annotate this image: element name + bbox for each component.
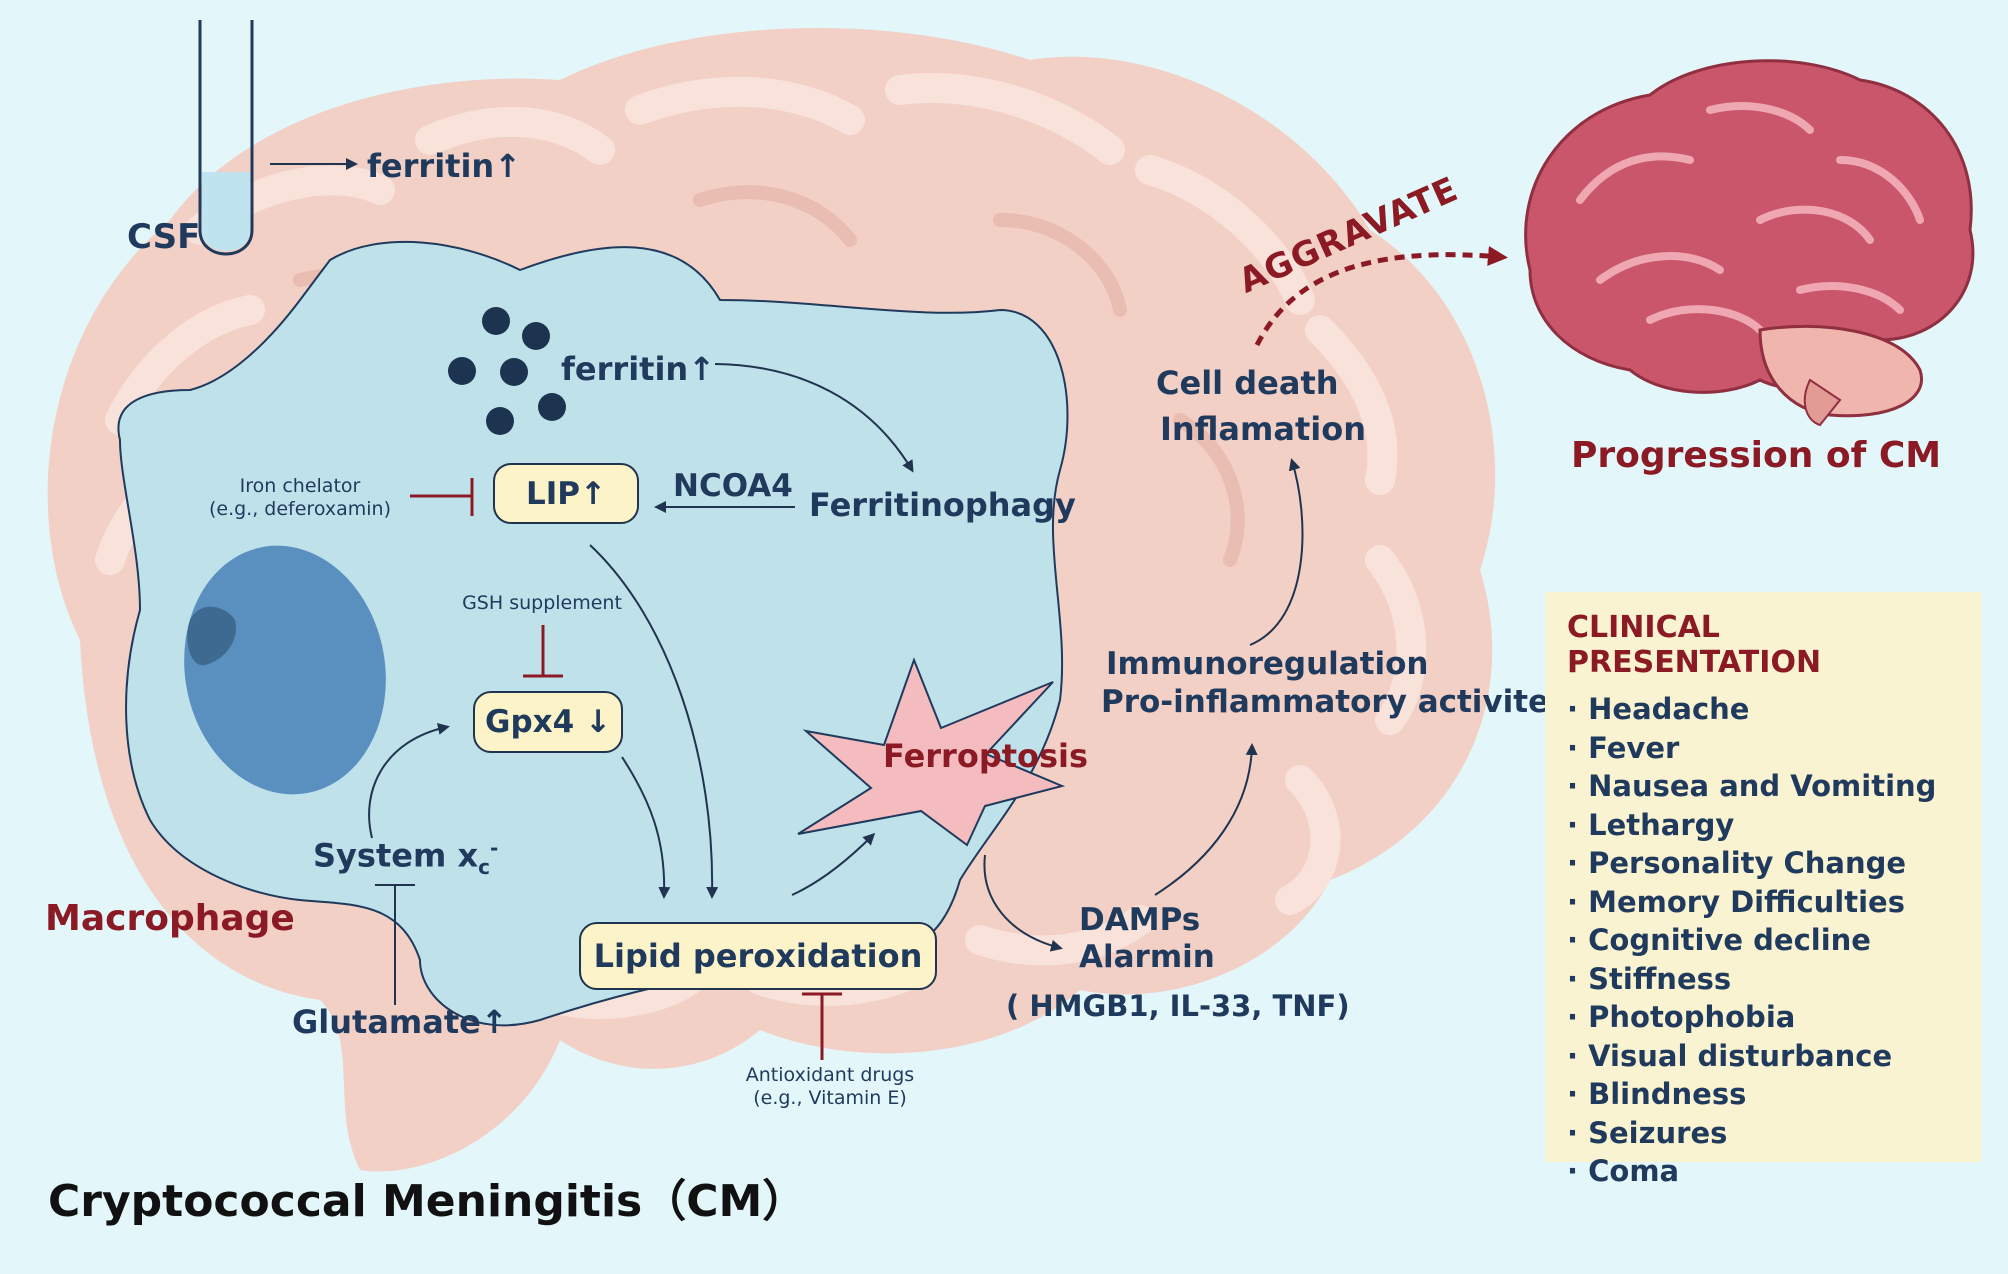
glutamate-label: Glutamate↑	[292, 1003, 508, 1041]
arrow-immunoregulation-celldeath	[1249, 458, 1304, 646]
clinical-item: Headache	[1567, 690, 1959, 729]
arrow-ferritin-ferritinophagy	[714, 363, 914, 473]
system-xc-sub: c	[478, 855, 490, 880]
inhibition-lines	[410, 478, 842, 1060]
iron-chelator-line1: Iron chelator	[239, 475, 361, 497]
clinical-item: Lethargy	[1567, 806, 1959, 845]
page-title: Cryptococcal Meningitis（CM）	[48, 1176, 807, 1227]
clinical-item: Stiffness	[1567, 960, 1959, 999]
clinical-item: Fever	[1567, 729, 1959, 768]
gsh-supplement-label: GSH supplement	[462, 592, 622, 614]
system-xc-label: System xc-	[313, 836, 498, 879]
gpx4-box: Gpx4 ↓	[473, 691, 623, 753]
lipid-peroxidation-label: Lipid peroxidation	[593, 937, 923, 975]
arrow-gpx4-lipid	[621, 756, 671, 899]
damps-label: DAMPs	[1079, 902, 1201, 938]
csf-label: CSF	[127, 217, 201, 257]
system-xc-text: System x	[313, 836, 479, 875]
clinical-heading: CLINICAL PRESENTATION	[1567, 610, 1822, 680]
inhibit-chelator-lip	[410, 478, 474, 516]
cell-nucleus	[184, 545, 386, 795]
cell-ferritin-label: ferritin↑	[561, 350, 716, 388]
antioxidant-line2: (e.g., Vitamin E)	[753, 1086, 907, 1109]
lip-box: LIP↑	[493, 463, 639, 524]
clinical-list: HeadacheFeverNausea and VomitingLethargy…	[1567, 690, 1959, 1191]
inhibit-glutamate-system	[375, 884, 415, 1005]
iron-chelator-label: Iron chelator (e.g., deferoxamin)	[192, 475, 408, 521]
progression-label: Progression of CM	[1571, 435, 1942, 476]
clinical-item: Nausea and Vomiting	[1567, 767, 1959, 806]
alarmin-label: Alarmin	[1079, 939, 1215, 975]
pro-inflammatory-label: Pro-inflammatory activites	[1101, 684, 1568, 720]
pathway-arrows	[270, 158, 1304, 952]
aggravate-arrow	[1254, 246, 1508, 347]
nucleolus	[187, 606, 236, 666]
lipid-peroxidation-box: Lipid peroxidation	[579, 922, 937, 990]
csf-ferritin-label: ferritin↑	[367, 147, 522, 185]
ferroptosis-star	[797, 657, 1066, 847]
gpx4-label: Gpx4 ↓	[485, 704, 611, 740]
immunoregulation-label: Immunoregulation	[1106, 646, 1429, 682]
arrow-damps-immunoregulation	[1154, 743, 1258, 896]
csf-test-tube	[198, 20, 254, 256]
inhibit-antioxidant-lipid	[802, 992, 842, 1060]
ncoa4-label: NCOA4	[673, 468, 793, 504]
macrophage-label: Macrophage	[45, 898, 295, 939]
iron-chelator-line2: (e.g., deferoxamin)	[208, 497, 391, 520]
clinical-item: Photophobia	[1567, 998, 1959, 1037]
antioxidant-line1: Antioxidant drugs	[745, 1064, 915, 1086]
arrow-system-gpx4	[368, 722, 450, 839]
inflammation-label: Inflamation	[1160, 410, 1366, 448]
clinical-item: Blindness	[1567, 1075, 1959, 1114]
antioxidant-label: Antioxidant drugs (e.g., Vitamin E)	[730, 1064, 930, 1110]
ferritin-particles	[448, 307, 566, 435]
arrow-ferroptosis-damps	[983, 854, 1063, 952]
system-xc-sup: -	[489, 836, 499, 860]
lip-label: LIP↑	[526, 475, 606, 512]
clinical-item: Personality Change	[1567, 844, 1959, 883]
arrow-lip-lipid	[589, 544, 719, 899]
alarmin-examples-label: ( HMGB1, IL-33, TNF)	[1006, 989, 1350, 1023]
clinical-item: Seizures	[1567, 1114, 1959, 1153]
cell-death-label: Cell death	[1156, 364, 1339, 402]
inhibit-gsh-gpx4	[523, 625, 563, 678]
clinical-item: Visual disturbance	[1567, 1037, 1959, 1076]
arrow-lipid-ferroptosis	[791, 832, 876, 896]
clinical-item: Memory Difficulties	[1567, 883, 1959, 922]
ferroptosis-label: Ferroptosis	[883, 737, 1089, 775]
clinical-item: Coma	[1567, 1152, 1959, 1191]
clinical-presentation-panel: CLINICAL PRESENTATION HeadacheFeverNause…	[1545, 592, 1981, 1188]
clinical-item: Cognitive decline	[1567, 921, 1959, 960]
progression-brain	[1524, 59, 1975, 427]
ferritinophagy-label: Ferritinophagy	[809, 486, 1076, 524]
